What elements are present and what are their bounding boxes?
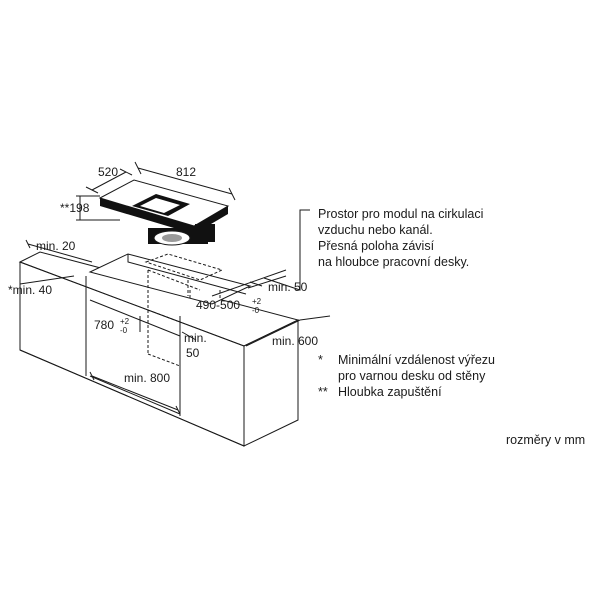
dim-cutout-depth: 490-500 xyxy=(196,298,240,312)
dim-min-20: min. 20 xyxy=(36,239,76,253)
dim-min-50-cabinet-line2: 50 xyxy=(186,346,200,360)
footnote-1: * Minimální vzdálenost výřezu pro varnou… xyxy=(318,352,495,384)
dim-cutout-width-tol-up: +2 xyxy=(120,317,130,326)
callout-line: Prostor pro modul na cirkulaci xyxy=(318,207,484,221)
dimension-lines xyxy=(19,161,331,415)
cabinet-front xyxy=(85,269,201,416)
callout-line: na hloubce pracovní desky. xyxy=(318,255,470,269)
dim-cutout-depth-tol-up: +2 xyxy=(252,297,262,306)
footnote-line: Hloubka zapuštění xyxy=(338,385,442,399)
footnote-line: pro varnou desku od stěny xyxy=(338,369,486,383)
footnote-2: ** Hloubka zapuštění xyxy=(318,384,495,400)
dim-cooktop-width: 812 xyxy=(176,165,196,179)
footnote-mark: * xyxy=(318,353,323,367)
dim-cutout-width: 780 xyxy=(94,318,114,332)
dim-cutout-width-tol-down: -0 xyxy=(120,326,128,335)
worktop-cutout xyxy=(88,253,252,305)
dim-min-50-cabinet-line1: min. xyxy=(184,331,207,345)
dim-cutout-depth-tol-down: -0 xyxy=(252,306,260,315)
module-space xyxy=(144,253,224,298)
worktop xyxy=(18,251,300,447)
dim-min-50-top: min. 50 xyxy=(268,280,308,294)
footnotes: * Minimální vzdálenost výřezu pro varnou… xyxy=(318,352,495,400)
dim-min-800: min. 800 xyxy=(124,371,170,385)
callout-line: vzduchu nebo kanál. xyxy=(318,223,433,237)
dim-min-600: min. 600 xyxy=(272,334,318,348)
cooktop xyxy=(98,179,230,246)
units-label: rozměry v mm xyxy=(506,433,586,447)
dim-cooktop-depth: 520 xyxy=(98,165,118,179)
callout-leader xyxy=(263,209,310,291)
dim-min-40: *min. 40 xyxy=(8,283,52,297)
dim-install-depth: **198 xyxy=(60,201,90,215)
footnote-mark: ** xyxy=(318,385,328,399)
callout-line: Přesná poloha závisí xyxy=(318,239,435,253)
module-callout: Prostor pro modul na cirkulaci vzduchu n… xyxy=(318,206,483,270)
footnote-line: Minimální vzdálenost výřezu xyxy=(338,353,496,367)
